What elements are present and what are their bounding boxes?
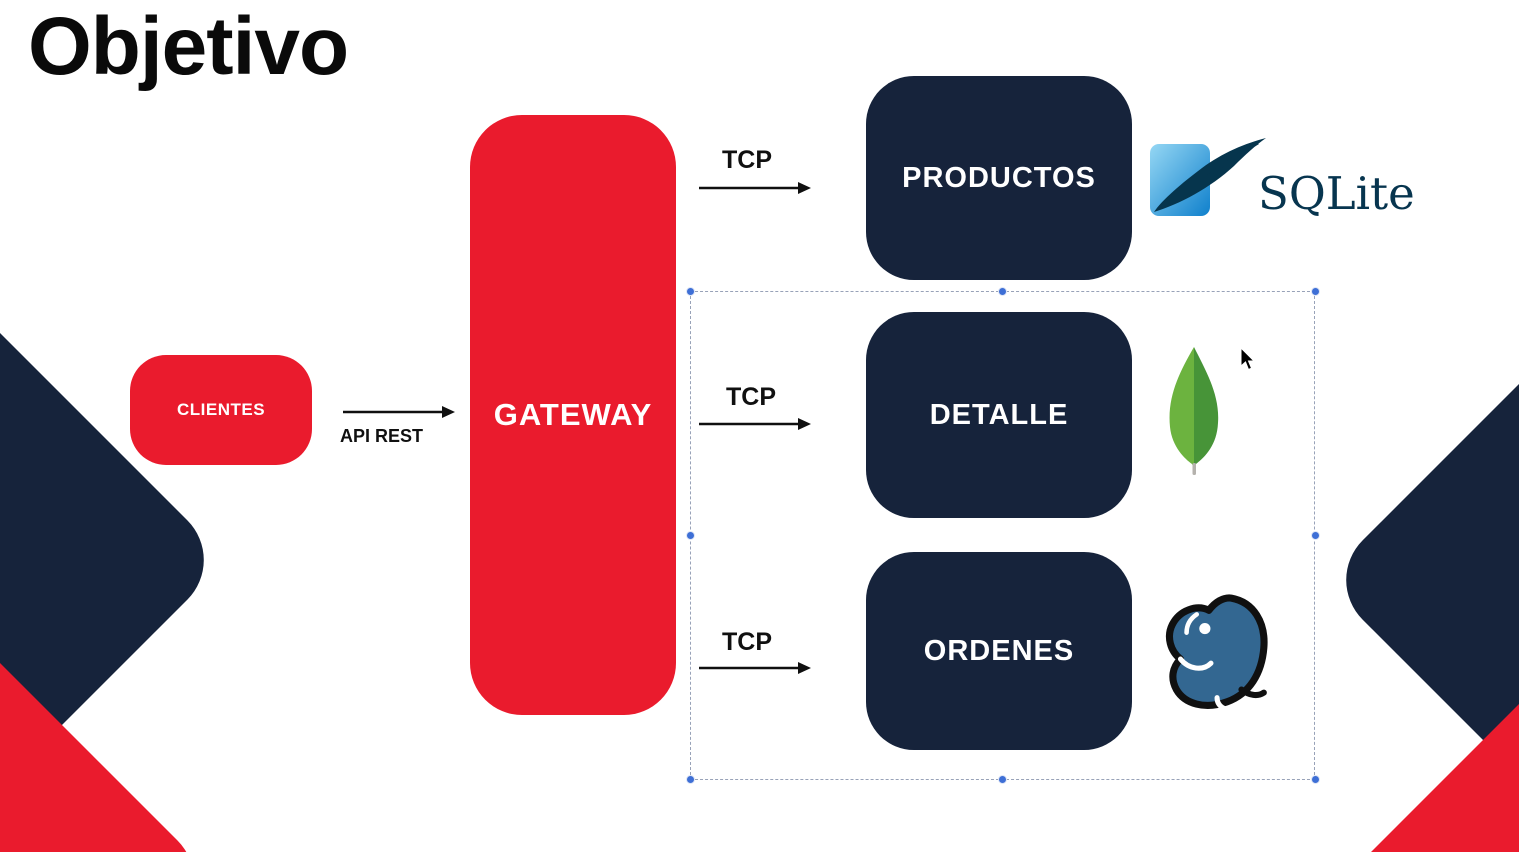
selection-handle-middle-right[interactable]	[1311, 531, 1320, 540]
sqlite-logo[interactable]: SQLite	[1150, 138, 1415, 218]
node-productos[interactable]: PRODUCTOS	[866, 76, 1132, 280]
edge-label-tcp-detalle[interactable]: TCP	[726, 383, 776, 411]
selection-handle-bottom-left[interactable]	[686, 775, 695, 784]
arrow-tcp-productos[interactable]	[698, 178, 812, 198]
node-ordenes[interactable]: ORDENES	[866, 552, 1132, 750]
node-productos-label: PRODUCTOS	[902, 161, 1096, 194]
edge-label-tcp-ordenes[interactable]: TCP	[722, 628, 772, 656]
mongodb-leaf-icon[interactable]	[1161, 345, 1227, 475]
node-ordenes-label: ORDENES	[923, 634, 1075, 667]
node-clientes[interactable]: CLIENTES	[130, 355, 312, 465]
selection-handle-top-right[interactable]	[1311, 287, 1320, 296]
selection-handle-middle-left[interactable]	[686, 531, 695, 540]
selection-handle-bottom-right[interactable]	[1311, 775, 1320, 784]
sqlite-logo-text: SQLite	[1258, 167, 1415, 220]
node-gateway[interactable]: GATEWAY	[470, 115, 676, 715]
edge-label-tcp-productos[interactable]: TCP	[722, 146, 772, 174]
selection-handle-bottom-middle[interactable]	[998, 775, 1007, 784]
slide-title[interactable]: Objetivo	[28, 1, 349, 92]
node-gateway-label: GATEWAY	[493, 397, 653, 432]
selection-handle-top-left[interactable]	[686, 287, 695, 296]
node-detalle-label: DETALLE	[929, 398, 1069, 431]
selection-handle-top-middle[interactable]	[998, 287, 1007, 296]
sqlite-feather-icon	[1150, 138, 1266, 216]
edge-label-api-rest[interactable]: API REST	[340, 426, 424, 446]
arrow-tcp-ordenes[interactable]	[698, 658, 812, 678]
mouse-cursor	[1240, 348, 1256, 371]
arrow-api-rest[interactable]	[342, 402, 456, 422]
postgresql-elephant-icon[interactable]	[1152, 592, 1274, 716]
arrow-tcp-detalle[interactable]	[698, 414, 812, 434]
node-clientes-label: CLIENTES	[176, 400, 266, 419]
node-detalle[interactable]: DETALLE	[866, 312, 1132, 518]
